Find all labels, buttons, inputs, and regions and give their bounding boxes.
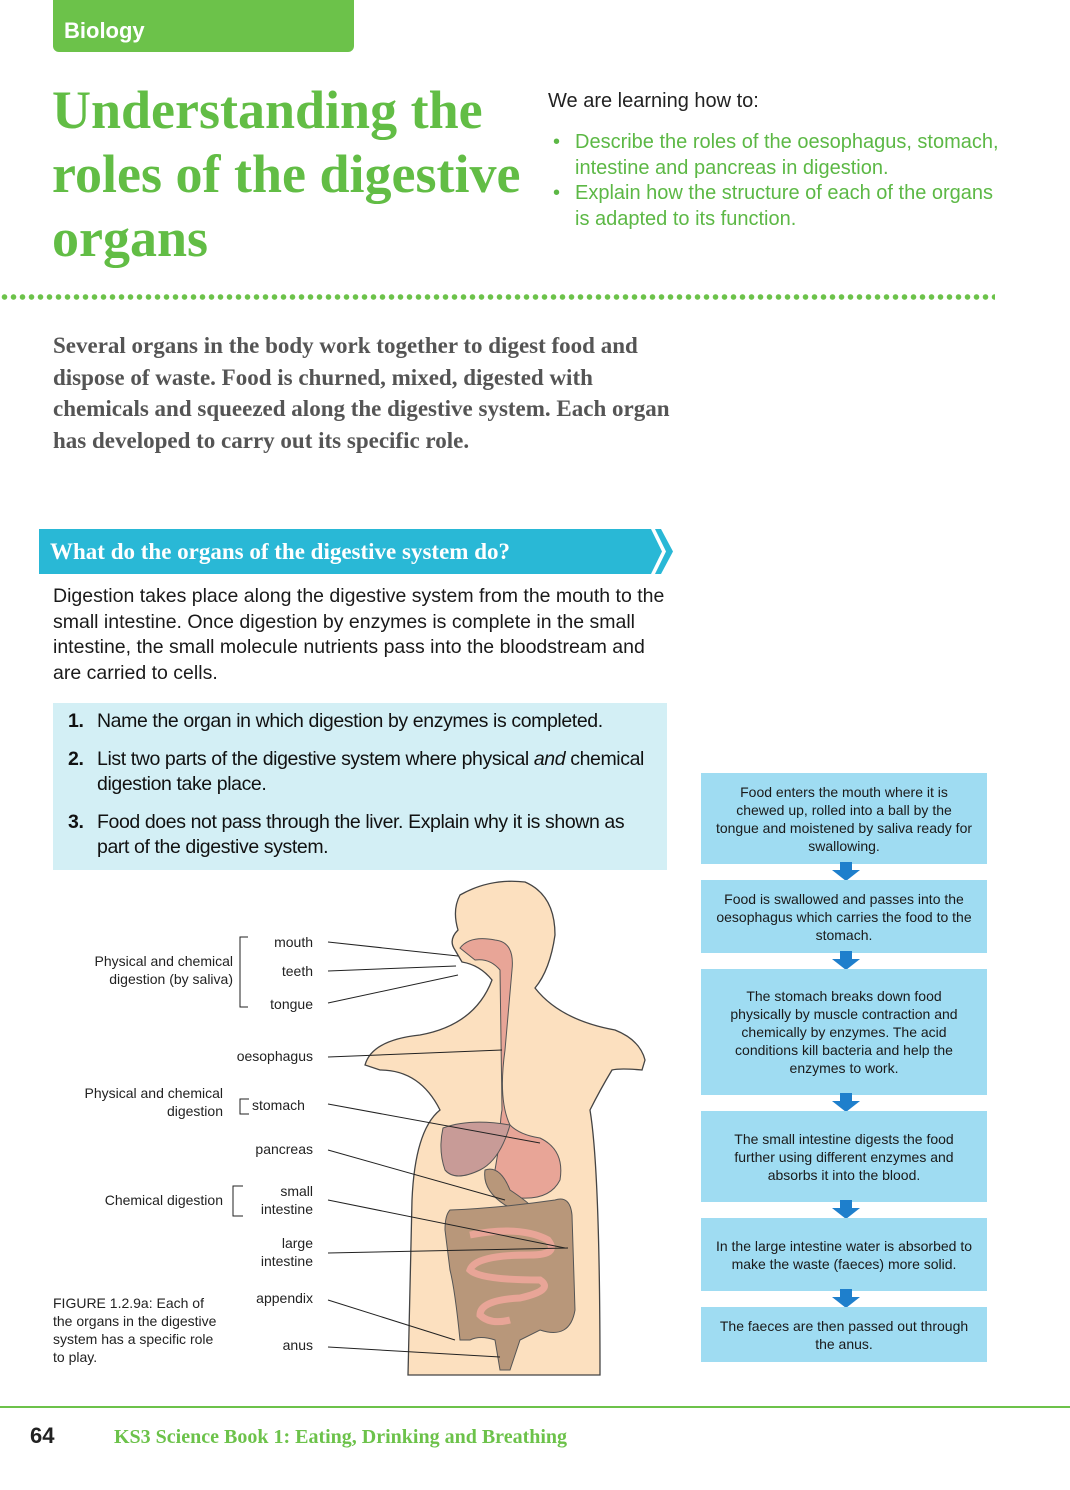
down-arrow-icon <box>832 951 860 970</box>
label-tongue: tongue <box>270 996 313 1012</box>
page-title: Understanding the roles of the digestive… <box>52 80 521 268</box>
small-intestine <box>465 1227 555 1326</box>
flow-step: The small intestine digests the food fur… <box>701 1111 987 1202</box>
body-paragraph: Digestion takes place along the digestiv… <box>53 585 665 684</box>
learning-objectives: Describe the roles of the oesophagus, st… <box>553 130 1003 232</box>
digestive-system-diagram <box>232 880 646 1376</box>
label-stomach: stomach <box>252 1097 305 1113</box>
flow-step: Food enters the mouth where it is chewed… <box>701 773 987 864</box>
intro-text: Several organs in the body work together… <box>53 333 670 453</box>
section-heading: What do the organs of the digestive syst… <box>39 529 651 574</box>
figure-caption: FIGURE 1.2.9a: Each of the organs in the… <box>53 1295 217 1365</box>
dotted-divider <box>0 294 995 300</box>
flow-step: In the large intestine water is absorbed… <box>701 1218 987 1291</box>
down-arrow-icon <box>832 1093 860 1112</box>
group-label: Physical and chemical digestion <box>84 1085 223 1119</box>
label-appendix: appendix <box>256 1290 313 1306</box>
group-brackets <box>232 936 249 1217</box>
question-1: 1.Name the organ in which digestion by e… <box>68 710 603 732</box>
objective: Describe the roles of the oesophagus, st… <box>553 130 1003 181</box>
learning-heading: We are learning how to: <box>548 90 759 112</box>
liver <box>440 1121 511 1177</box>
label-teeth: teeth <box>281 963 313 979</box>
flow-step: The faeces are then passed out through t… <box>701 1307 987 1362</box>
question-3: 3.Food does not pass through the liver. … <box>68 811 625 858</box>
objective: Explain how the structure of each of the… <box>553 181 1003 232</box>
flow-step: The stomach breaks down food physically … <box>701 969 987 1095</box>
down-arrow-icon <box>832 1289 860 1308</box>
leader-lines <box>327 941 569 1358</box>
label-pancreas: pancreas <box>255 1141 313 1157</box>
oesophagus-stomach <box>459 938 562 1199</box>
book-title: KS3 Science Book 1: Eating, Drinking and… <box>114 1426 568 1448</box>
chevron-icon <box>640 529 673 574</box>
group-label: Chemical digestion <box>104 1192 223 1208</box>
flow-step: Food is swallowed and passes into the oe… <box>701 880 987 953</box>
subject-tag: Biology <box>53 0 354 52</box>
label-oesophagus: oesophagus <box>236 1048 313 1064</box>
down-arrow-icon <box>832 862 860 881</box>
page-number: 64 <box>30 1423 55 1448</box>
label-small-intestine: small intestine <box>260 1183 313 1217</box>
large-intestine <box>444 1198 576 1371</box>
down-arrow-icon <box>832 1200 860 1219</box>
question-2: 2.List two parts of the digestive system… <box>68 748 644 795</box>
questions-box: 1.Name the organ in which digestion by e… <box>53 703 667 870</box>
label-large-intestine: large intestine <box>260 1235 313 1269</box>
footer-divider <box>0 1406 1070 1408</box>
label-anus: anus <box>282 1337 313 1353</box>
label-mouth: mouth <box>274 934 313 950</box>
group-label: Physical and chemical digestion (by sali… <box>94 953 233 987</box>
